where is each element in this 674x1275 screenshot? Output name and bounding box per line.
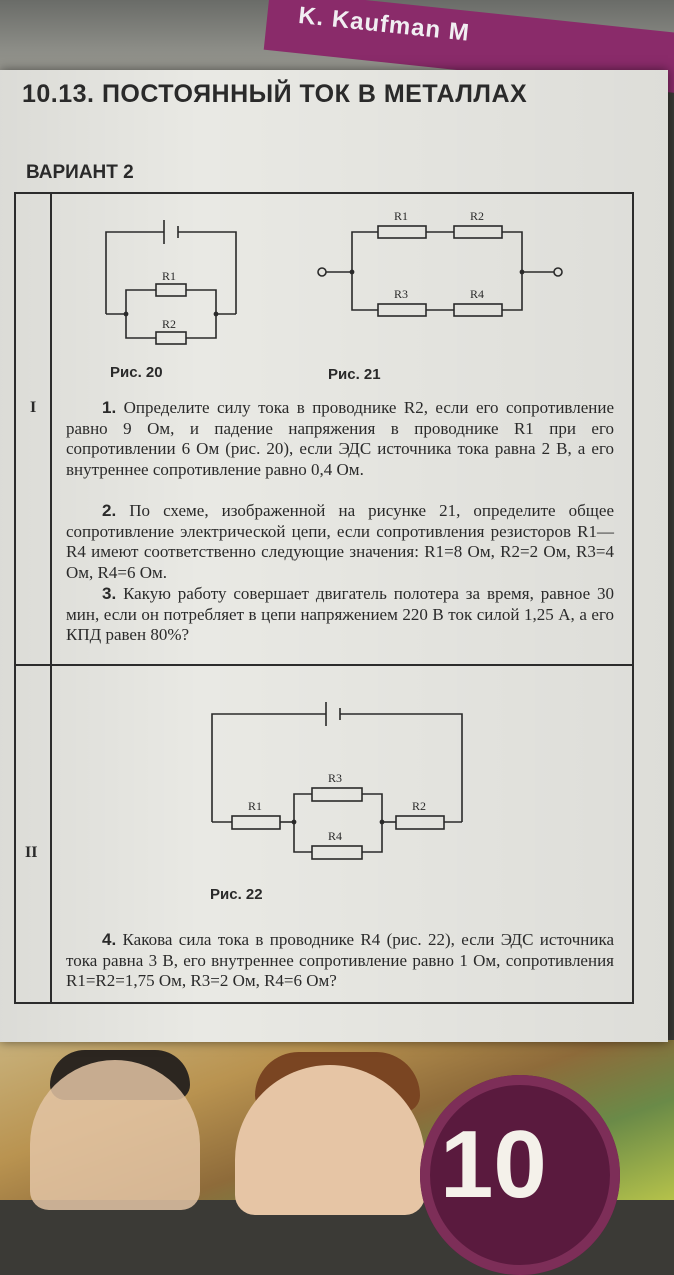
task-1-number: 1. [102,398,117,417]
task-4-number: 4. [102,930,117,949]
task-3-text: Какую работу совершает двигатель полотер… [66,584,615,644]
circuit-figure-20: R1 R2 [105,220,237,345]
fig21-resistor-r3 [377,303,427,317]
fig20-label-r2: R2 [162,317,176,331]
fig21-label-r3: R3 [394,287,408,301]
task-3: 3. Какую работу совершает двигатель поло… [66,584,614,646]
fig22-label-r3: R3 [328,771,342,785]
fig20-resistor-r1 [155,283,187,297]
task-2-text: По схеме, изображенной на рисунке 21, оп… [66,501,614,582]
fig22-resistor-r2 [395,815,445,830]
circuit-figure-22: R1 R2 R3 R4 [211,702,463,860]
fig22-resistor-r1 [231,815,281,830]
fig21-label-r1: R1 [394,209,408,223]
fig21-resistor-r1 [377,225,427,239]
task-1-text: Определите силу тока в проводнике R2, ес… [66,398,614,479]
fig21-resistor-r2 [453,225,503,239]
table-divider-left [50,194,52,1002]
task-1: 1. Определите силу тока в проводнике R2,… [66,398,614,480]
fig21-label-r2: R2 [470,209,484,223]
task-table: I II R1 R2 Рис. 20 [14,192,634,1004]
fig22-label-r1: R1 [248,799,262,813]
variant-label: ВАРИАНТ 2 [26,162,134,183]
section-numeral-1: I [30,399,37,416]
task-4: 4. Какова сила тока в проводнике R4 (рис… [66,930,614,992]
page-title: 10.13. ПОСТОЯННЫЙ ТОК В МЕТАЛЛАХ [22,80,528,108]
fig22-caption: Рис. 22 [210,886,263,903]
section-numeral-2: II [25,844,38,861]
fig21-resistor-r4 [453,303,503,317]
fig22-label-r4: R4 [328,829,342,843]
task-2-number: 2. [102,501,117,520]
fig22-resistor-r3 [311,787,363,802]
illustration-person-right [235,1065,425,1215]
grade-badge-number: 10 [440,1111,547,1218]
fig22-label-r2: R2 [412,799,426,813]
circuit-figure-21: R1 R2 R3 R4 [317,209,563,317]
fig20-label-r1: R1 [162,269,176,283]
fig22-resistor-r4 [311,845,363,860]
fig20-caption: Рис. 20 [110,364,163,381]
task-2: 2. По схеме, изображенной на рисунке 21,… [66,501,614,583]
fig21-caption: Рис. 21 [328,366,381,383]
fig21-label-r4: R4 [470,287,484,301]
table-divider-middle [16,664,632,666]
task-3-number: 3. [102,584,117,603]
fig20-resistor-r2 [155,331,187,345]
illustration-person-left [30,1060,200,1210]
task-4-text: Какова сила тока в проводнике R4 (рис. 2… [66,930,614,990]
textbook-page: 10.13. ПОСТОЯННЫЙ ТОК В МЕТАЛЛАХ ВАРИАНТ… [0,70,668,1042]
